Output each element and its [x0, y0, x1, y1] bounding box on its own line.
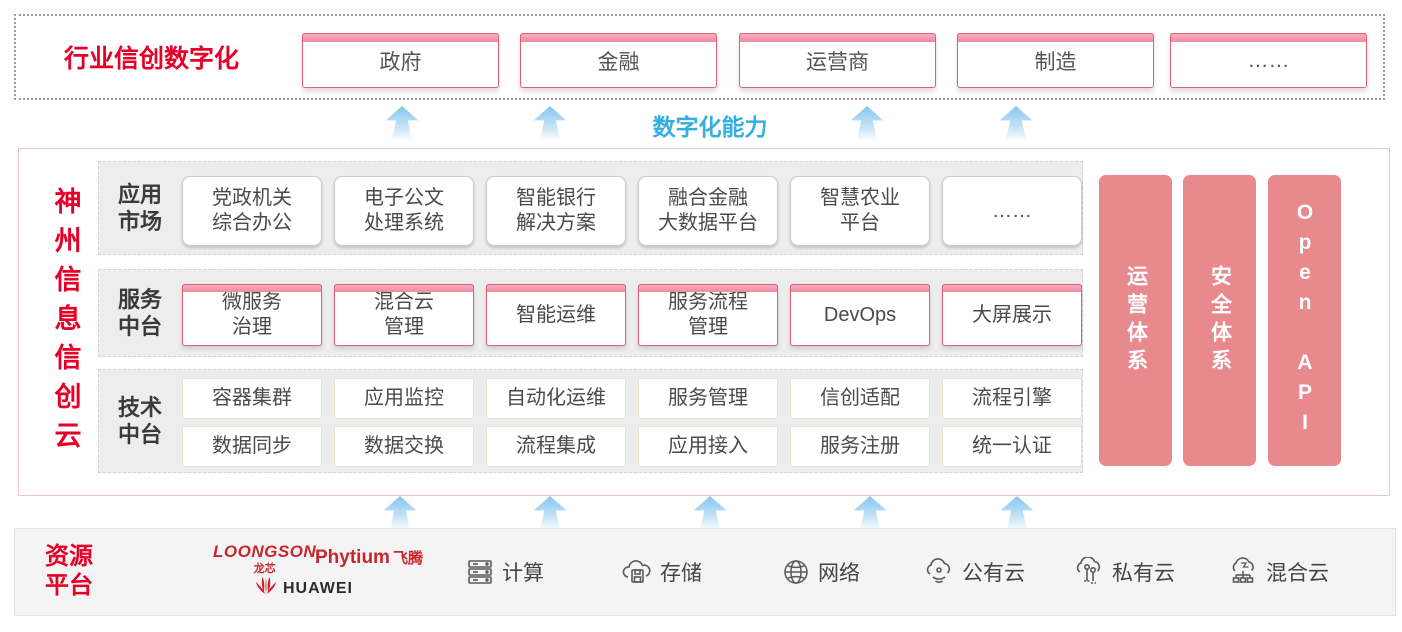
sector-label: …… [1247, 48, 1290, 72]
phytium-wordmark: Phytium [315, 547, 390, 568]
up-arrow-icon [533, 106, 567, 141]
tech-box: 信创适配 [790, 378, 930, 419]
phytium-logo: Phytium 飞腾 [315, 547, 423, 569]
huawei-flower-icon [255, 577, 277, 600]
app-box-more: …… [942, 176, 1082, 246]
tech-box: 应用监控 [334, 378, 474, 419]
resource-item-label: 存储 [660, 562, 702, 585]
hybrid-cloud-icon [1227, 557, 1259, 587]
tech-box: 数据同步 [182, 426, 322, 467]
app-box: 党政机关 综合办公 [182, 176, 322, 246]
sector-box-finance: 金融 [520, 33, 717, 88]
tech-box: 容器集群 [182, 378, 322, 419]
tech-box: 自动化运维 [486, 378, 626, 419]
resource-item-network: 网络 [781, 529, 860, 615]
industry-strip-title: 行业信创数字化 [64, 45, 240, 73]
up-arrow-icon [853, 496, 887, 531]
loongson-logo: LOONGSON 龙芯 [213, 542, 316, 576]
up-arrow-icon [999, 106, 1033, 141]
tech-band: 技术 中台 容器集群 应用监控 自动化运维 服务管理 信创适配 流程引擎 数据同… [98, 369, 1083, 473]
tech-box: 服务注册 [790, 426, 930, 467]
up-arrow-icon [533, 496, 567, 531]
up-arrow-icon [1000, 496, 1034, 531]
network-icon [781, 557, 811, 587]
service-box: 智能运维 [486, 284, 626, 346]
resource-item-private-cloud: 私有云 [1073, 529, 1175, 615]
up-arrow-icon [850, 106, 884, 141]
tech-box: 流程引擎 [942, 378, 1082, 419]
up-arrow-icon [383, 496, 417, 531]
tech-box: 应用接入 [638, 426, 778, 467]
up-arrow-icon [693, 496, 727, 531]
pillar-operation-system: 运营体系 [1099, 175, 1172, 466]
service-box: 微服务 治理 [182, 284, 322, 346]
sector-label: 运营商 [806, 50, 869, 74]
service-box: 服务流程 管理 [638, 284, 778, 346]
resource-item-public-cloud: 公有云 [923, 529, 1025, 615]
resource-platform-label: 资源 平台 [45, 543, 93, 599]
sector-box-more: …… [1170, 33, 1367, 88]
pillar-security-system: 安全体系 [1183, 175, 1256, 466]
app-market-band: 应用 市场 党政机关 综合办公 电子公文 处理系统 智能银行 解决方案 融合金融… [98, 161, 1083, 255]
platform-title: 神州信息信创云 [50, 186, 81, 460]
industry-sector-strip: 行业信创数字化 政府 金融 运营商 制造 …… [14, 14, 1385, 100]
service-box: 大屏展示 [942, 284, 1082, 346]
tech-band-label: 技术 中台 [117, 394, 162, 448]
app-box: 智慧农业 平台 [790, 176, 930, 246]
service-band: 服务 中台 微服务 治理 混合云 管理 智能运维 服务流程 管理 DevOps … [98, 269, 1083, 357]
resource-platform-band: 资源 平台 LOONGSON 龙芯 Phytium 飞腾 [14, 528, 1396, 616]
sector-box-operator: 运营商 [739, 33, 936, 88]
app-box: 电子公文 处理系统 [334, 176, 474, 246]
huawei-logo: HUAWEI [255, 577, 353, 600]
sector-label: 金融 [597, 50, 640, 74]
tech-box: 服务管理 [638, 378, 778, 419]
app-box: 融合金融 大数据平台 [638, 176, 778, 246]
huawei-wordmark: HUAWEI [283, 579, 353, 597]
sector-label: 制造 [1034, 50, 1077, 74]
tech-box: 统一认证 [942, 426, 1082, 467]
storage-icon [621, 557, 653, 587]
compute-icon [465, 557, 495, 587]
resource-item-label: 私有云 [1112, 562, 1175, 585]
resource-item-label: 网络 [818, 562, 860, 585]
sector-label: 政府 [379, 50, 422, 74]
phytium-cn-name: 飞腾 [392, 550, 423, 567]
sector-box-government: 政府 [302, 33, 499, 88]
service-box: DevOps [790, 284, 930, 346]
resource-item-storage: 存储 [621, 529, 702, 615]
resource-item-hybrid-cloud: 混合云 [1227, 529, 1329, 615]
service-band-label: 服务 中台 [117, 286, 162, 340]
resource-item-label: 公有云 [962, 562, 1025, 585]
resource-item-label: 混合云 [1266, 562, 1329, 585]
loongson-cn-name: 龙芯 [253, 563, 276, 575]
public-cloud-icon [923, 557, 955, 587]
resource-item-label: 计算 [502, 562, 544, 585]
sector-box-manufacturing: 制造 [957, 33, 1154, 88]
private-cloud-icon [1073, 557, 1105, 587]
tech-box: 流程集成 [486, 426, 626, 467]
capability-label: 数字化能力 [652, 114, 768, 140]
up-arrow-icon [385, 106, 419, 141]
pillar-open-api: Open API [1268, 175, 1341, 466]
tech-box: 数据交换 [334, 426, 474, 467]
app-market-label: 应用 市场 [117, 181, 162, 235]
loongson-wordmark: LOONGSON [213, 542, 317, 561]
cloud-platform-panel: 神州信息信创云 应用 市场 党政机关 综合办公 电子公文 处理系统 智能银行 解… [18, 148, 1390, 496]
resource-item-compute: 计算 [465, 529, 544, 615]
service-box: 混合云 管理 [334, 284, 474, 346]
app-box: 智能银行 解决方案 [486, 176, 626, 246]
